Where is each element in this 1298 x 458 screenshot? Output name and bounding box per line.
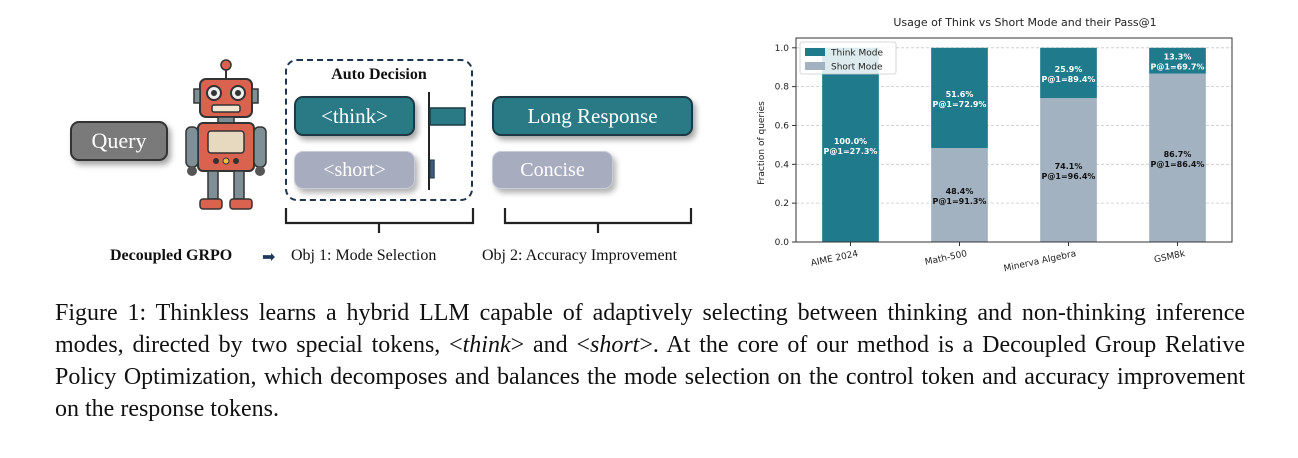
bar-label: 25.9% [1055, 65, 1083, 74]
x-tick-label: GSM8k [1153, 249, 1187, 265]
caption-text-3: >. At the core of our method is a Decoup… [55, 332, 1245, 422]
robot-illustration [185, 59, 267, 210]
chart-title: Usage of Think vs Short Mode and their P… [893, 16, 1156, 29]
bar-short-mode [1149, 73, 1206, 242]
plot-frame [795, 37, 1233, 243]
x-tick-label: AIME 2024 [810, 249, 859, 269]
bar-short-mode [1040, 98, 1097, 242]
right-arrow-icon: ➡ [262, 249, 276, 266]
concise-box: Concise [492, 151, 613, 189]
mode-usage-chart: Usage of Think vs Short Mode and their P… [757, 16, 1233, 274]
x-tick-label: Minerva Algebra [1003, 249, 1077, 274]
auto-decision-title: Auto Decision [331, 66, 427, 83]
bar-label-layer: 100.0%P@1=27.3% 48.4%P@1=91.3% 51.6%P@1=72… [824, 53, 1205, 206]
think-probability-bar [429, 107, 466, 126]
token-probability-bars [428, 92, 466, 190]
short-token-box: <short> [294, 151, 415, 189]
obj1-brace [284, 208, 475, 233]
bar-label: 48.4% [946, 187, 974, 196]
auto-decision-frame [285, 59, 473, 201]
bar-label: 100.0% [834, 137, 867, 146]
bar-layer [822, 47, 1206, 243]
bar-label: P@1=27.3% [824, 147, 878, 156]
decoupled-grpo-label: Decoupled GRPO [110, 247, 233, 264]
bar-think-mode [822, 47, 879, 243]
bar-label: P@1=69.7% [1151, 63, 1205, 72]
bar-label: 86.7% [1164, 150, 1192, 159]
bar-think-mode [1040, 47, 1097, 99]
bar-label: P@1=89.4% [1042, 75, 1096, 84]
legend-label: Short Mode [831, 63, 883, 73]
bar-label: P@1=86.4% [1151, 160, 1205, 169]
obj2-label: Obj 2: Accuracy Improvement [482, 247, 678, 264]
obj2-brace [503, 208, 693, 233]
y-tick-label: 0.8 [775, 83, 790, 93]
y-tick-label: 0.4 [775, 160, 790, 170]
figure-caption: Figure 1: Thinkless learns a hybrid LLM … [55, 297, 1245, 425]
y-axis-label: Fraction of queries [757, 101, 767, 185]
long-response-box: Long Response [492, 96, 693, 136]
bar-label: P@1=72.9% [933, 100, 987, 109]
y-tick-label: 1.0 [775, 44, 790, 54]
y-tick-label: 0.6 [775, 121, 790, 131]
bar-think-mode [1149, 47, 1206, 74]
bar-short-mode [931, 148, 988, 242]
short-probability-bar [429, 159, 435, 179]
x-tick-label: Math-500 [924, 249, 968, 268]
caption-text-1: Figure 1: Thinkless learns a hybrid LLM … [55, 300, 1245, 358]
legend-swatch [805, 62, 825, 70]
y-tick-label: 0.2 [775, 199, 789, 209]
bar-label: P@1=96.4% [1042, 172, 1096, 181]
bar-label: 51.6% [946, 90, 974, 99]
query-box: Query [70, 121, 168, 161]
caption-short-token: short [590, 332, 640, 358]
caption-think-token: think [462, 332, 511, 358]
legend-swatch [805, 48, 825, 56]
bar-think-mode [931, 47, 988, 149]
objective-braces [284, 208, 693, 233]
y-tick-label: 0.0 [775, 238, 790, 248]
obj1-label: Obj 1: Mode Selection [291, 247, 437, 264]
legend-label: Think Mode [830, 49, 883, 59]
think-token-box: <think> [294, 96, 415, 136]
bar-label: 74.1% [1055, 162, 1083, 171]
caption-text-2: > and < [510, 332, 590, 358]
bar-label: 13.3% [1164, 53, 1192, 62]
bar-label: P@1=91.3% [933, 197, 987, 206]
